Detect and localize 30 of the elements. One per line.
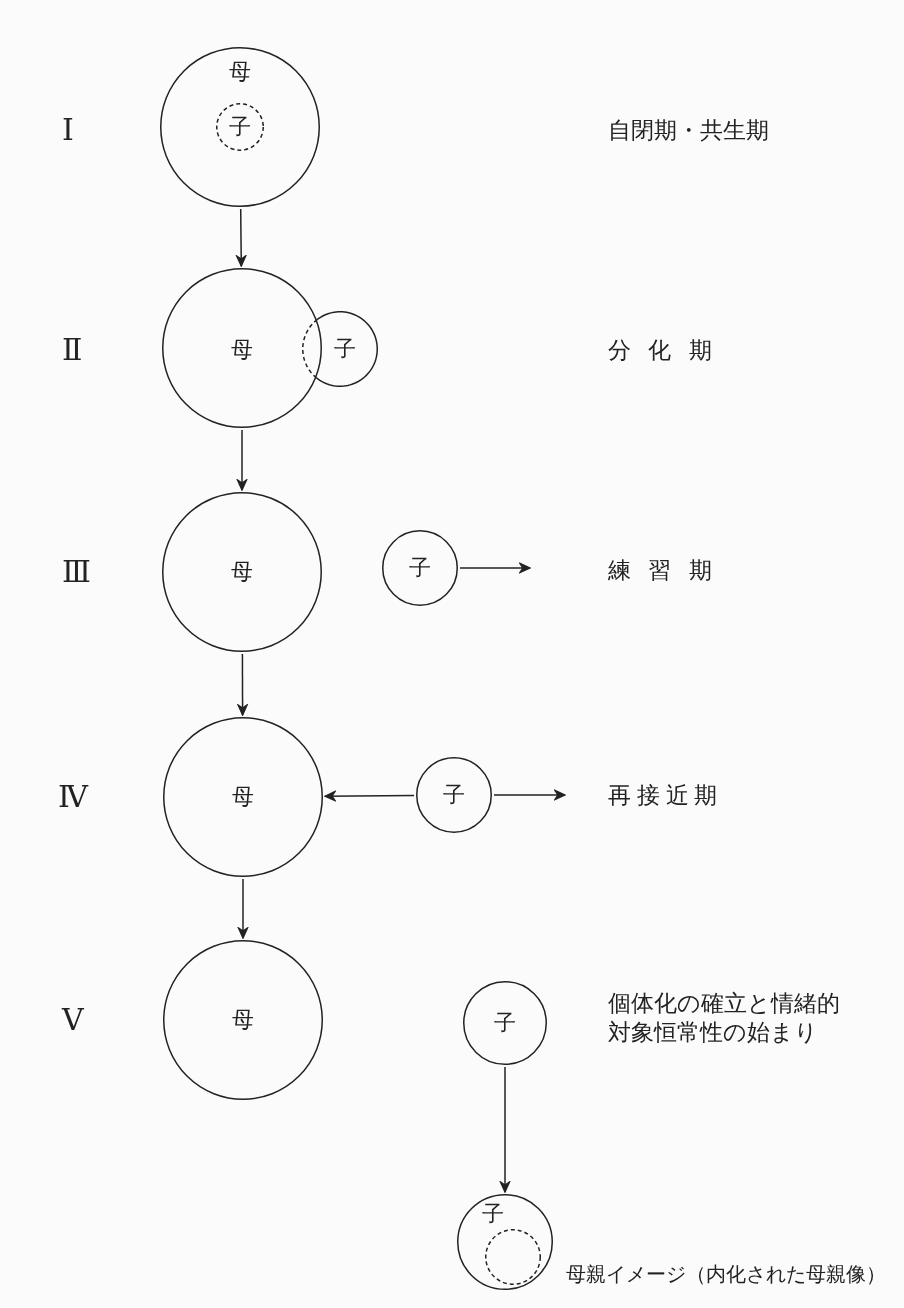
arrow	[499, 1066, 511, 1193]
circle-label: 子	[482, 1203, 504, 1225]
stage-numeral: Ⅲ	[62, 553, 91, 591]
stage-numeral: Ⅰ	[62, 111, 74, 149]
caption-text: 母親イメージ（内化された母親像）	[566, 1264, 886, 1284]
stage-label: 個体化の確立と情緒的対象恒常性の始まり	[608, 989, 841, 1047]
stage-label: 分化期	[608, 335, 729, 365]
stage-numeral: Ⅱ	[62, 331, 83, 369]
arrow	[324, 790, 415, 802]
circle-label: 子	[443, 784, 465, 806]
circle-label: 子	[229, 116, 251, 138]
arrow	[459, 562, 531, 574]
arrow	[493, 789, 566, 801]
arrow	[237, 653, 248, 716]
circle-label: 母	[232, 1009, 254, 1031]
circle-label: 母	[229, 61, 251, 83]
stage-numeral: Ⅴ	[62, 1001, 84, 1039]
stage-label: 自閉期・共生期	[608, 115, 769, 145]
arrow	[237, 878, 249, 939]
stage-numeral: Ⅳ	[58, 778, 88, 816]
circle-label: 母	[231, 561, 253, 583]
circle-label: 子	[334, 338, 356, 360]
arrow	[236, 429, 248, 491]
arrow	[236, 208, 247, 267]
circle-label: 子	[494, 1012, 516, 1034]
circle-label: 母	[231, 339, 253, 361]
circle-label: 母	[232, 786, 254, 808]
circle-label: 子	[409, 557, 431, 579]
stage-label: 練習期	[608, 555, 729, 585]
stage-label: 再接近期	[608, 780, 723, 810]
